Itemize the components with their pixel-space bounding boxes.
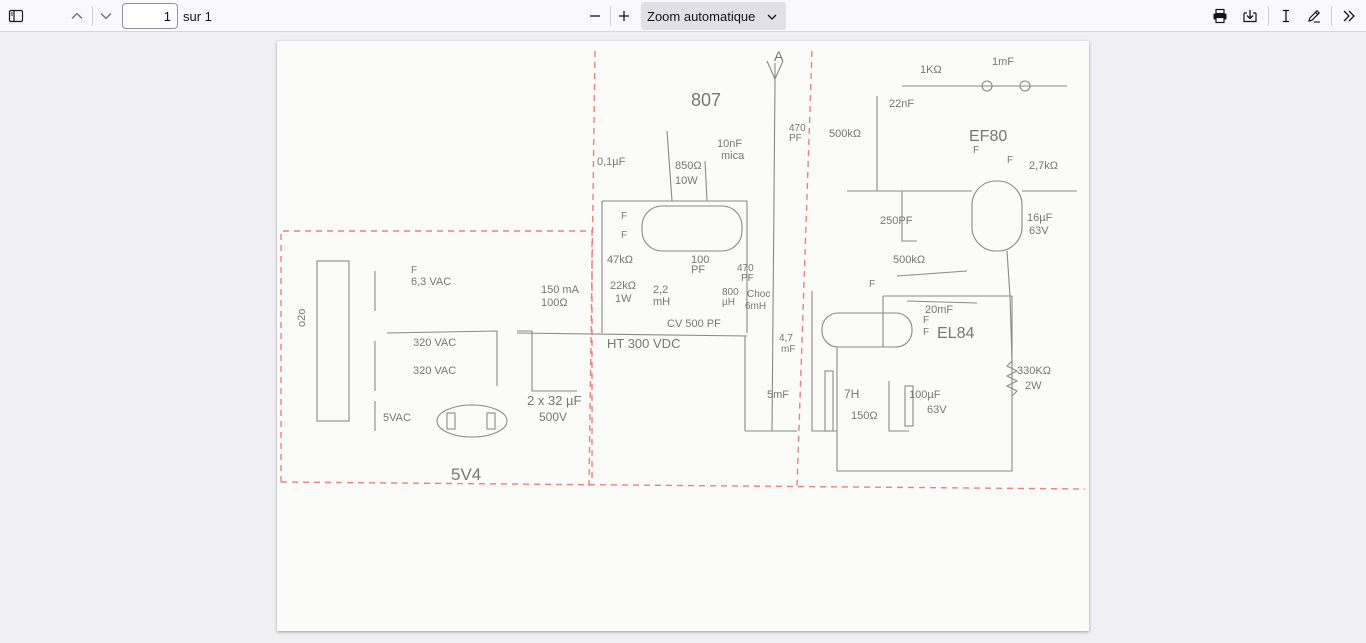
label-mica: mica bbox=[721, 150, 745, 162]
schematic-drawing: 807 A EF80 EL84 5V4 HT 300 VDC 6,3 VAC 3… bbox=[280, 48, 1086, 490]
chevron-up-icon[interactable] bbox=[64, 3, 90, 29]
printer-icon[interactable] bbox=[1207, 3, 1233, 29]
label-choc: Choc bbox=[747, 289, 770, 300]
label-f-a: F bbox=[621, 211, 627, 222]
label-100ohm: 100Ω bbox=[541, 297, 568, 309]
chevron-down-icon[interactable] bbox=[93, 3, 119, 29]
label-f-e: F bbox=[1007, 155, 1013, 166]
label-330k: 330KΩ bbox=[1017, 365, 1051, 377]
toolbar-separator bbox=[92, 6, 93, 26]
label-1mf: 1mF bbox=[992, 56, 1014, 68]
label-47k: 47kΩ bbox=[607, 254, 633, 266]
label-ef80: EF80 bbox=[969, 128, 1007, 145]
pen-icon[interactable] bbox=[1301, 3, 1327, 29]
label-f-b: F bbox=[621, 230, 627, 241]
zoom-select-value: Zoom automatique bbox=[647, 8, 756, 24]
label-470-a: 470 bbox=[789, 123, 806, 134]
label-01uf: 0,1µF bbox=[597, 156, 626, 168]
label-100uf: 100µF bbox=[909, 389, 941, 401]
label-850ohm: 850Ω bbox=[675, 160, 702, 172]
label-1k: 1KΩ bbox=[920, 64, 942, 76]
label-5v4: 5V4 bbox=[451, 465, 481, 484]
label-27k: 2,7kΩ bbox=[1029, 160, 1058, 172]
label-250pf: 250PF bbox=[880, 215, 913, 227]
label-6mh: 6mH bbox=[745, 301, 766, 312]
label-5mf: 5mF bbox=[767, 389, 789, 401]
label-ht: HT 300 VDC bbox=[607, 336, 680, 351]
label-22nf: 22nF bbox=[889, 98, 914, 110]
label-f-c: F bbox=[411, 265, 417, 276]
label-mf-a: mF bbox=[781, 344, 795, 355]
label-el84: EL84 bbox=[937, 325, 974, 342]
label-807: 807 bbox=[691, 90, 721, 110]
text-cursor-icon[interactable] bbox=[1273, 3, 1299, 29]
label-10w: 10W bbox=[675, 175, 698, 187]
label-o2o: o2o bbox=[296, 309, 308, 327]
chevron-down-icon bbox=[766, 10, 778, 28]
label-150ma: 150 mA bbox=[541, 284, 580, 296]
label-pf-b: PF bbox=[691, 264, 705, 276]
label-47: 4,7 bbox=[779, 333, 793, 344]
label-22: 2,2 bbox=[653, 284, 668, 296]
label-antenna: A bbox=[774, 48, 784, 64]
label-150ohm: 150Ω bbox=[851, 410, 878, 422]
label-63v-b: 63V bbox=[927, 404, 947, 416]
label-20mf: 20mF bbox=[925, 304, 953, 316]
sidebar-toggle-icon[interactable] bbox=[3, 3, 29, 29]
page-number-input[interactable] bbox=[122, 3, 178, 29]
label-f-g: F bbox=[923, 327, 929, 338]
label-800: 800 bbox=[722, 287, 739, 298]
plus-icon[interactable] bbox=[611, 3, 637, 29]
label-100pf: 100 bbox=[691, 254, 709, 266]
toolbar-separator bbox=[1268, 6, 1269, 26]
label-470-b: 470 bbox=[737, 263, 754, 274]
double-chevron-icon[interactable] bbox=[1336, 3, 1362, 29]
label-16uf: 16µF bbox=[1027, 212, 1053, 224]
toolbar-separator bbox=[610, 6, 611, 26]
zoom-select[interactable]: Zoom automatique bbox=[641, 2, 786, 30]
label-5vac: 5VAC bbox=[383, 412, 411, 424]
toolbar-separator bbox=[1331, 6, 1332, 26]
label-500k-top: 500kΩ bbox=[829, 128, 861, 140]
pdf-page: 807 A EF80 EL84 5V4 HT 300 VDC 6,3 VAC 3… bbox=[277, 41, 1089, 631]
download-icon[interactable] bbox=[1237, 3, 1263, 29]
label-22k: 22kΩ bbox=[610, 280, 636, 292]
label-2w: 2W bbox=[1025, 380, 1042, 392]
label-f-h: F bbox=[869, 279, 875, 290]
label-320vac-a: 320 VAC bbox=[413, 337, 456, 349]
document-viewer[interactable]: 807 A EF80 EL84 5V4 HT 300 VDC 6,3 VAC 3… bbox=[0, 32, 1366, 643]
label-1w: 1W bbox=[615, 293, 632, 305]
label-500v: 500V bbox=[539, 410, 567, 424]
section-dashed-borders bbox=[280, 50, 1086, 490]
label-320vac-b: 320 VAC bbox=[413, 365, 456, 377]
label-7h: 7H bbox=[844, 387, 859, 401]
label-mh-a: mH bbox=[653, 296, 670, 308]
page-count-label: sur 1 bbox=[183, 9, 212, 24]
label-uh: µH bbox=[722, 297, 735, 308]
label-10nf: 10nF bbox=[717, 138, 742, 150]
label-pf-c: PF bbox=[741, 273, 754, 284]
label-2x32uf: 2 x 32 µF bbox=[527, 393, 582, 408]
label-f-f: F bbox=[923, 315, 929, 326]
schematic-wires bbox=[316, 60, 1077, 472]
minus-icon[interactable] bbox=[582, 3, 608, 29]
label-f-d: F bbox=[973, 145, 979, 156]
label-pf-a: PF bbox=[789, 133, 802, 144]
label-63v-c: 63V bbox=[1029, 225, 1049, 237]
pdf-toolbar: sur 1 Zoom automatique bbox=[0, 0, 1366, 32]
label-cv500: CV 500 PF bbox=[667, 318, 721, 330]
label-500k-mid: 500kΩ bbox=[893, 254, 925, 266]
label-63vac: 6,3 VAC bbox=[411, 276, 451, 288]
